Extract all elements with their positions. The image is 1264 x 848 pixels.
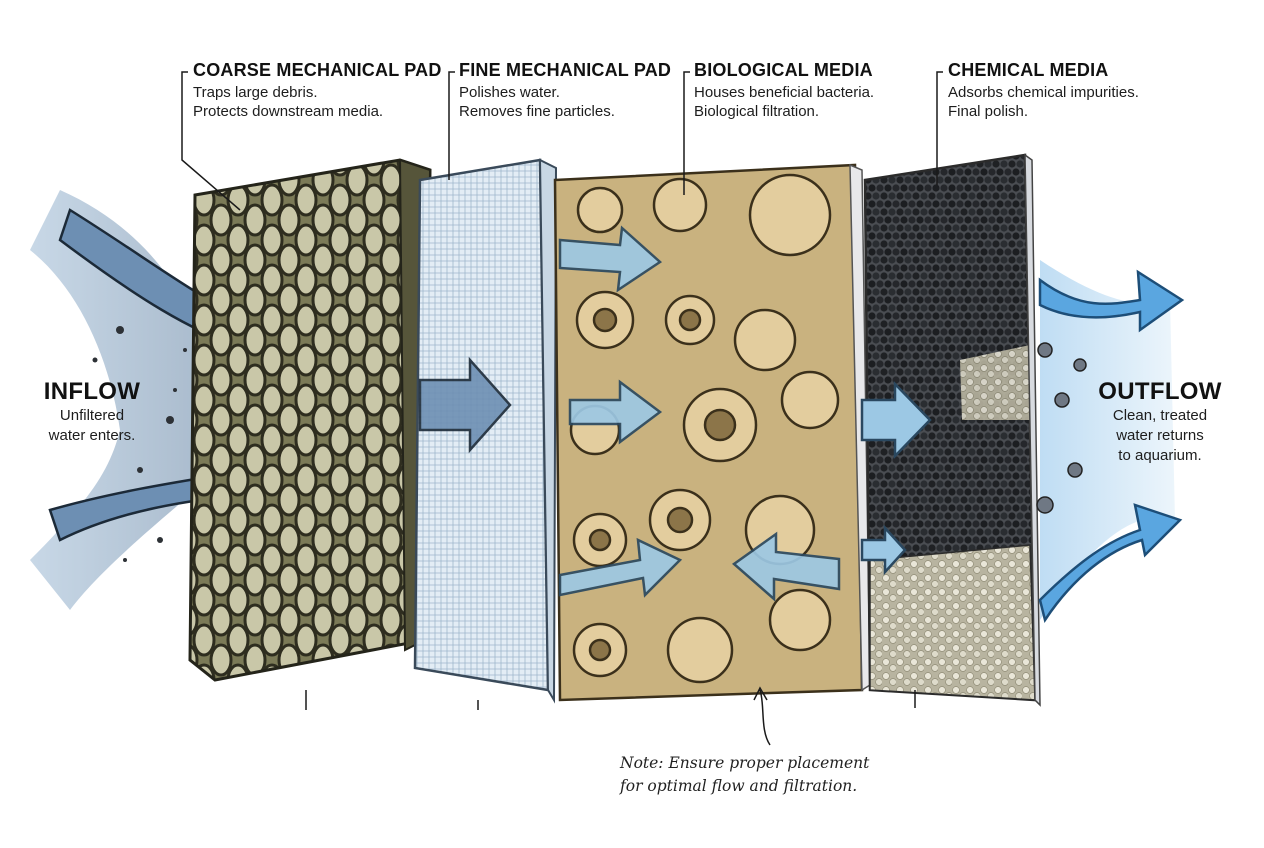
- stage-desc-line: Polishes water.: [459, 84, 560, 101]
- stage-title: FINE MECHANICAL PAD: [459, 60, 672, 80]
- ceramic-rings: [569, 173, 840, 684]
- stage-desc-line: Final polish.: [948, 103, 1029, 120]
- note-line: for optimal flow and filtration.: [620, 777, 858, 795]
- outflow-arrows: [1038, 269, 1185, 624]
- stage-title: CHEMICAL MEDIA: [948, 60, 1109, 80]
- stage-desc-line: Biological filtration.: [694, 103, 820, 120]
- stage-desc-line: Adsorbs chemical impurities.: [948, 84, 1139, 101]
- inflow-desc-line: Unfiltered: [59, 407, 125, 424]
- outflow-title: OUTFLOW: [1098, 378, 1222, 405]
- fine-pad-arrow: [418, 356, 512, 454]
- chemical-media-light-beads: [869, 544, 1036, 701]
- chem-arrows: [860, 380, 932, 576]
- outflow-stream: [1040, 260, 1175, 620]
- outflow-label: OUTFLOW Clean, treated water returns to …: [1090, 378, 1230, 466]
- note-line: Note: Ensure proper placement: [620, 754, 870, 772]
- inflow-label: INFLOW Unfiltered water enters.: [22, 378, 162, 446]
- inflow-title: INFLOW: [43, 378, 141, 405]
- impurity-molecules: [1036, 342, 1087, 514]
- stage-title: BIOLOGICAL MEDIA: [694, 60, 873, 80]
- stage-label-coarse: COARSE MECHANICAL PAD Traps large debris…: [193, 60, 442, 121]
- coarse-mechanical-pad: [188, 158, 432, 682]
- stage-desc-line: Protects downstream media.: [193, 103, 384, 120]
- stage-label-chemical: CHEMICAL MEDIA Adsorbs chemical impuriti…: [948, 60, 1139, 121]
- outflow-desc-line: to aquarium.: [1118, 447, 1202, 464]
- outflow-desc-line: Clean, treated: [1112, 407, 1208, 424]
- stage-title: COARSE MECHANICAL PAD: [193, 60, 442, 80]
- outflow-desc-line: water returns: [1116, 427, 1204, 444]
- stage-label-fine: FINE MECHANICAL PAD Polishes water. Remo…: [459, 60, 671, 121]
- stage-desc-line: Traps large debris.: [193, 84, 318, 101]
- placement-note: Note: Ensure proper placement for optima…: [620, 752, 869, 798]
- stage-desc-line: Houses beneficial bacteria.: [694, 84, 875, 101]
- stage-desc-line: Removes fine particles.: [459, 103, 615, 120]
- stage-label-biological: BIOLOGICAL MEDIA Houses beneficial bacte…: [694, 60, 874, 121]
- bio-flow-arrows: [558, 225, 841, 602]
- inflow-desc-line: water enters.: [48, 427, 136, 444]
- leader-lines: [181, 71, 943, 746]
